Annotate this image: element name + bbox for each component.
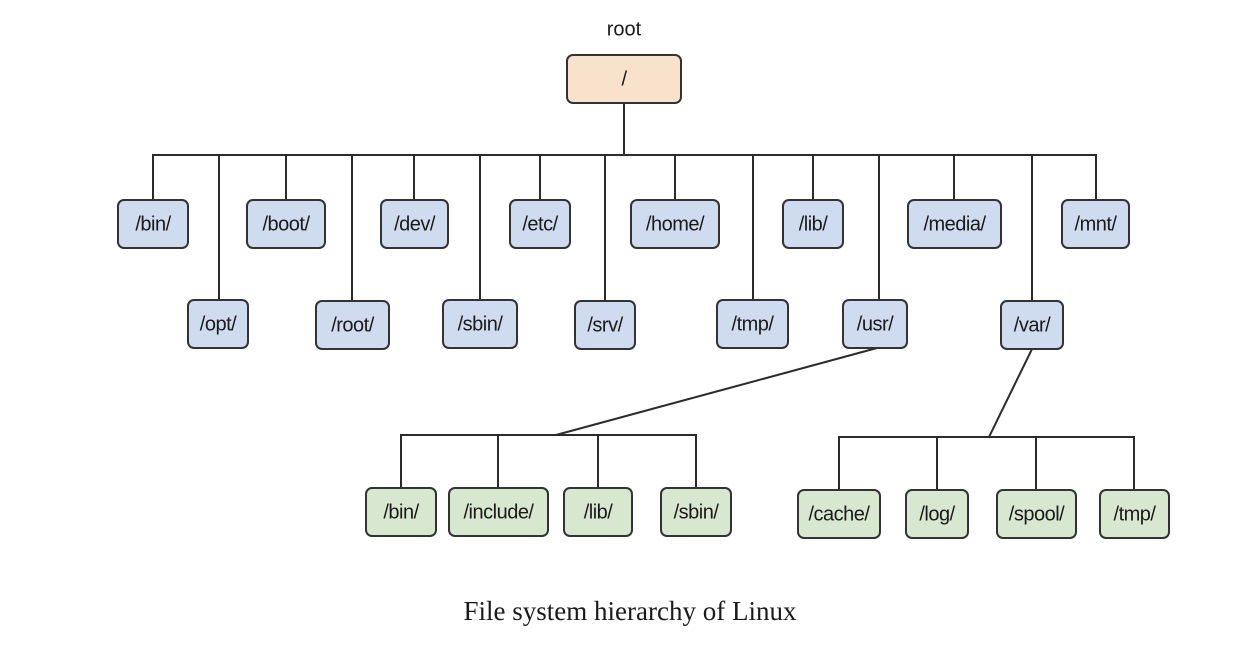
dir-box-opt [187,299,249,349]
dir-box-lib [782,199,844,249]
dir-box-usr-sbin [660,487,732,537]
dir-label-sbin: /sbin/ [458,313,504,335]
dir-node-boot: /boot/ [246,199,326,249]
dir-node-usr-sbin: /sbin/ [660,487,732,537]
dir-label-usr-lib: /lib/ [584,501,614,523]
dir-node-opt: /opt/ [187,299,249,349]
dir-node-etc: /etc/ [509,199,571,249]
dir-label-srv: /srv/ [587,314,623,336]
directory-nodes: / /bin/ /opt/ /boot/ /root/ /dev/ /sbin/ /etc/ /… [117,54,1170,539]
dir-node-var: /var/ [1000,300,1064,350]
var-diagonal-line [987,347,1034,439]
dir-node-sbin: /sbin/ [442,299,518,349]
dir-box-bin [117,199,189,249]
root-caption: root [607,18,642,40]
dir-node-usr-lib: /lib/ [563,487,633,537]
dir-box-tmp [716,299,789,349]
dir-label-mnt: /mnt/ [1075,213,1118,235]
dir-box-usr-lib [563,487,633,537]
dir-box-root [566,54,682,104]
dir-label-boot: /boot/ [262,213,310,235]
dir-box-etc [509,199,571,249]
dir-label-usr: /usr/ [857,313,894,335]
usr-diagonal-line [554,346,879,437]
dir-box-usr-include [448,487,549,537]
dir-node-media: /media/ [907,199,1002,249]
dir-node-srv: /srv/ [574,300,636,350]
dir-label-dev: /dev/ [394,213,436,235]
dir-label-var-spool: /spool/ [1009,503,1065,525]
dir-label-usr-include: /include/ [464,501,535,523]
dir-box-media [907,199,1002,249]
dir-node-bin: /bin/ [117,199,189,249]
dir-label-bin: /bin/ [135,213,171,235]
dir-node-var-cache: /cache/ [797,489,881,539]
dir-node-root: / [566,54,682,104]
dir-node-dev: /dev/ [380,199,449,249]
dir-box-boot [246,199,326,249]
dir-label-var-tmp: /tmp/ [1114,503,1157,525]
dir-label-usr-sbin: /sbin/ [674,501,720,523]
dir-label-var-cache: /cache/ [809,503,871,525]
dir-box-mnt [1061,199,1130,249]
dir-node-tmp: /tmp/ [716,299,789,349]
dir-node-var-log: /log/ [905,489,969,539]
dir-node-mnt: /mnt/ [1061,199,1130,249]
dir-box-root-dir [315,300,390,350]
dir-node-home: /home/ [630,199,720,249]
dir-label-lib: /lib/ [799,213,829,235]
tree-connectors [152,102,1135,490]
dir-label-tmp: /tmp/ [732,313,775,335]
dir-box-var [1000,300,1064,350]
dir-box-srv [574,300,636,350]
dir-node-usr-include: /include/ [448,487,549,537]
dir-box-var-spool [996,489,1077,539]
dir-box-var-cache [797,489,881,539]
dir-box-var-log [905,489,969,539]
dir-node-root-dir: /root/ [315,300,390,350]
dir-label-var-log: /log/ [919,503,955,525]
dir-box-dev [380,199,449,249]
dir-box-home [630,199,720,249]
dir-label-usr-bin: /bin/ [383,501,419,523]
dir-label-home: /home/ [646,213,705,235]
dir-node-lib: /lib/ [782,199,844,249]
dir-node-usr: /usr/ [842,299,908,349]
dir-box-var-tmp [1099,489,1170,539]
dir-label-etc: /etc/ [522,213,558,235]
dir-node-var-spool: /spool/ [996,489,1077,539]
dir-label-var: /var/ [1014,314,1051,336]
dir-box-sbin [442,299,518,349]
dir-label-root: / [621,68,627,90]
dir-label-opt: /opt/ [200,313,237,335]
dir-node-var-tmp: /tmp/ [1099,489,1170,539]
dir-label-root-dir: /root/ [331,314,375,336]
dir-box-usr-bin [365,487,437,537]
figure-caption: File system hierarchy of Linux [463,596,797,626]
dir-label-media: /media/ [923,213,986,235]
dir-node-usr-bin: /bin/ [365,487,437,537]
dir-box-usr [842,299,908,349]
